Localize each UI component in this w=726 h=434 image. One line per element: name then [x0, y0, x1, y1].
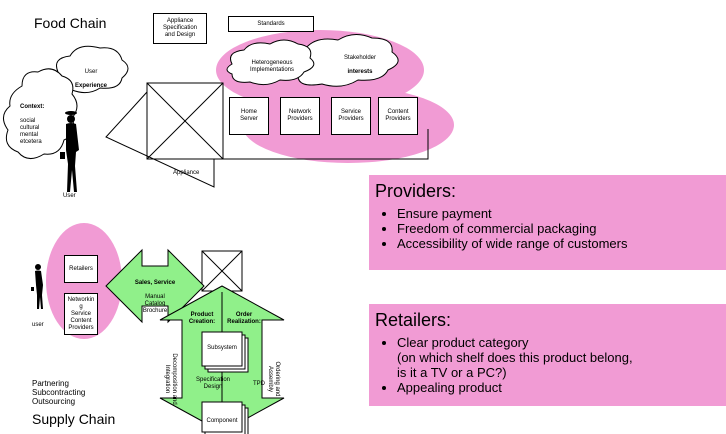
service-providers-box: Service Providers — [331, 97, 371, 135]
user-experience-line1: User — [84, 69, 98, 75]
retailers-heading: Retailers: — [375, 310, 452, 330]
context-title: Context: — [20, 104, 45, 110]
subsystem-label: Subsystem — [207, 345, 237, 351]
sales-label: Sales, Service Manual Catalog Brochure — [132, 273, 178, 315]
sales-arrow — [105, 248, 205, 324]
ordering-label: Ordering and Assembly — [267, 361, 280, 397]
tpd-label: TPD — [253, 381, 265, 387]
stakeholder-line1: Stakeholder — [343, 55, 377, 61]
appliance-spec-box: Appliance Specification and Design — [153, 13, 207, 44]
home-server-box: Home Server — [229, 97, 269, 135]
retailers-panel: Retailers: Clear product category (on wh… — [369, 304, 726, 406]
specification-label: Specification Design — [195, 377, 231, 390]
subsystem-box — [201, 331, 243, 367]
context-body: social cultural mental etcetera — [20, 118, 42, 145]
user-figure-bottom — [31, 264, 43, 309]
network-providers-box: Network Providers — [280, 97, 320, 135]
partnering-label: Partnering Subcontracting Outsourcing — [32, 379, 86, 406]
content-providers-box: Content Providers — [378, 97, 418, 135]
component-box — [201, 401, 243, 433]
heterogeneous-label: Heterogeneous Implementations — [249, 60, 295, 73]
stakeholder-line2: interests — [347, 69, 373, 75]
user-label-top: User — [63, 193, 76, 199]
supply-chain-title: Supply Chain — [32, 411, 116, 427]
context-label: Context: social cultural mental etcetera — [20, 97, 60, 146]
retailers-box: Retailers — [64, 255, 98, 283]
component-label: Component — [206, 418, 238, 424]
sales-body: Manual Catalog Brochure — [142, 294, 168, 314]
providers-item: Accessibility of wide range of customers — [397, 236, 726, 251]
order-realization-label: Order Realization: — [227, 312, 261, 325]
retailers-item: Appealing product — [397, 380, 726, 395]
sales-title: Sales, Service — [134, 280, 176, 286]
providers-list: Ensure payment Freedom of commercial pac… — [375, 206, 726, 251]
appliance-wedge — [105, 91, 215, 188]
product-creation-label: Product Creation: — [188, 312, 216, 325]
food-chain-title: Food Chain — [34, 15, 107, 31]
standards-box: Standards — [228, 16, 314, 32]
providers-panel: Providers: Ensure payment Freedom of com… — [369, 175, 726, 270]
user-label-bottom: user — [32, 322, 44, 328]
providers-item: Freedom of commercial packaging — [397, 221, 726, 236]
providers-item: Ensure payment — [397, 206, 726, 221]
provider-bar — [222, 129, 429, 160]
user-experience-label: User Experience — [66, 62, 116, 90]
stakeholder-label: Stakeholder interests — [330, 48, 390, 76]
decomposition-label: Decomposition and Integration — [164, 353, 177, 405]
providers-heading: Providers: — [375, 181, 457, 201]
appliance-label: Appliance — [173, 170, 200, 176]
retailers-list: Clear product category (on which shelf d… — [375, 335, 726, 395]
heterogeneous-cloud — [226, 39, 315, 86]
networking-box: Networkin g Service Content Providers — [64, 293, 98, 335]
stakeholder-cloud — [288, 34, 399, 87]
context-cloud — [3, 68, 78, 159]
user-figure-top — [60, 111, 79, 192]
user-experience-line2: Experience — [74, 83, 108, 89]
retailers-item: Clear product category (on which shelf d… — [397, 335, 726, 380]
